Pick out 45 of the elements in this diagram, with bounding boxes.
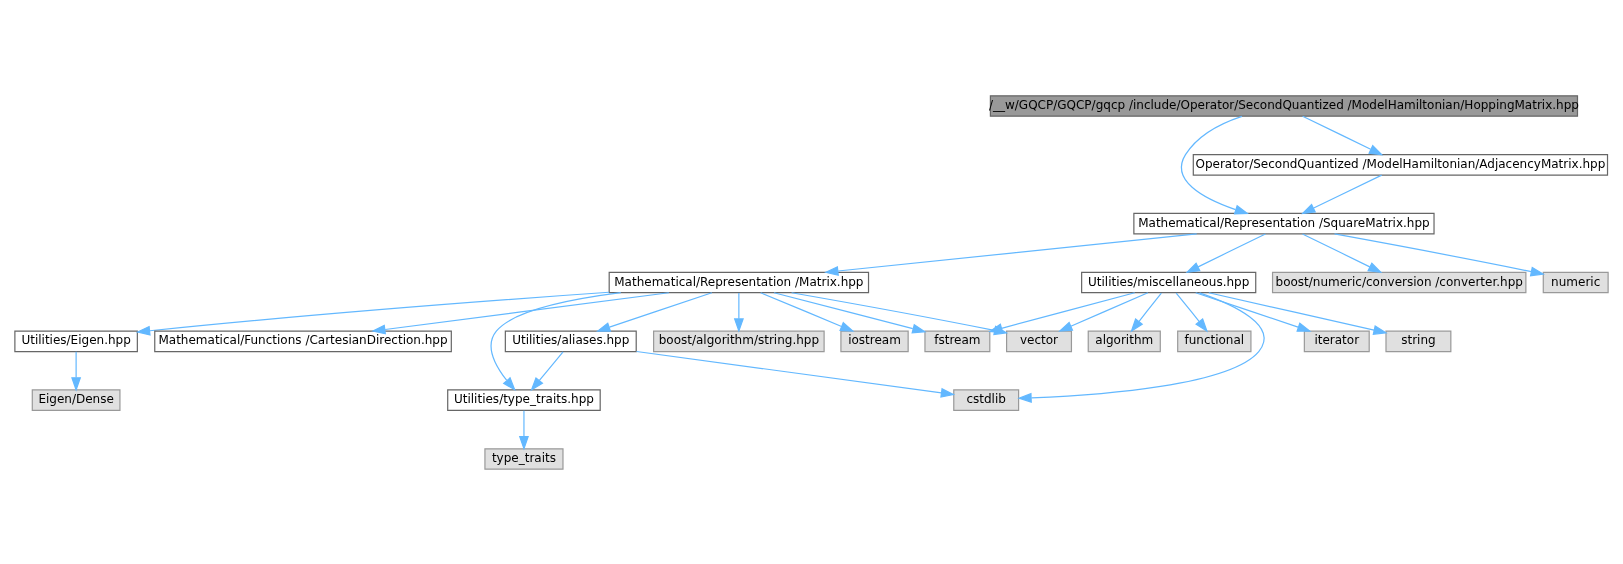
arrow — [1180, 115, 1249, 214]
node-box: Mathematical/Functions /CartesianDirection.hpp — [154, 330, 452, 352]
node-box: functional — [1177, 330, 1252, 352]
node-box: iostream — [840, 330, 909, 352]
arrow — [1302, 115, 1384, 155]
node-box: vector — [1006, 330, 1073, 352]
arrow — [518, 409, 529, 450]
arrow — [760, 291, 855, 332]
arrow — [733, 291, 744, 333]
arrow — [1185, 232, 1267, 273]
node-box: cstdlib — [953, 388, 1020, 411]
node-box: type_traits — [484, 447, 564, 470]
arrow — [1195, 291, 1312, 332]
node-box: Mathematical/Representation /Matrix.hpp — [608, 271, 870, 293]
node-box: boost/algorithm/string.hpp — [653, 330, 825, 352]
node-box: Operator/SecondQuantized /ModelHamiltonian/AdjacencyMatrix.hpp — [1192, 153, 1609, 176]
arrow — [371, 291, 670, 334]
node-box: iterator — [1303, 330, 1370, 352]
arrow — [71, 350, 82, 392]
node-box: Utilities/type_traits.hpp — [447, 388, 601, 411]
node-box: fstream — [924, 330, 991, 352]
arrow — [1301, 232, 1383, 273]
node-box: string — [1385, 330, 1452, 352]
node-box: Eigen/Dense — [31, 388, 121, 411]
arrow — [1208, 291, 1388, 335]
node-box: Utilities/aliases.hpp — [504, 330, 637, 352]
node-box: Mathematical/Representation /SquareMatrix.hpp — [1133, 212, 1435, 234]
arrow — [1175, 291, 1209, 332]
arrow — [596, 291, 713, 332]
arrow — [1017, 291, 1265, 403]
node-box: Utilities/miscellaneous.hpp — [1081, 271, 1257, 293]
arrow — [773, 291, 927, 333]
arrow — [135, 291, 610, 336]
arrow — [636, 350, 956, 398]
node-box: boost/numeric/conversion /converter.hpp — [1271, 271, 1527, 293]
arrow — [530, 350, 564, 391]
arrow — [1333, 232, 1545, 276]
node-box: algorithm — [1087, 330, 1161, 352]
arrow — [1058, 291, 1149, 332]
arrow — [490, 291, 622, 391]
node-box: Utilities/Eigen.hpp — [14, 330, 138, 352]
node-box: numeric — [1542, 271, 1609, 293]
arrow — [824, 232, 1198, 276]
arrow — [1130, 291, 1162, 332]
arrow — [1301, 174, 1383, 214]
